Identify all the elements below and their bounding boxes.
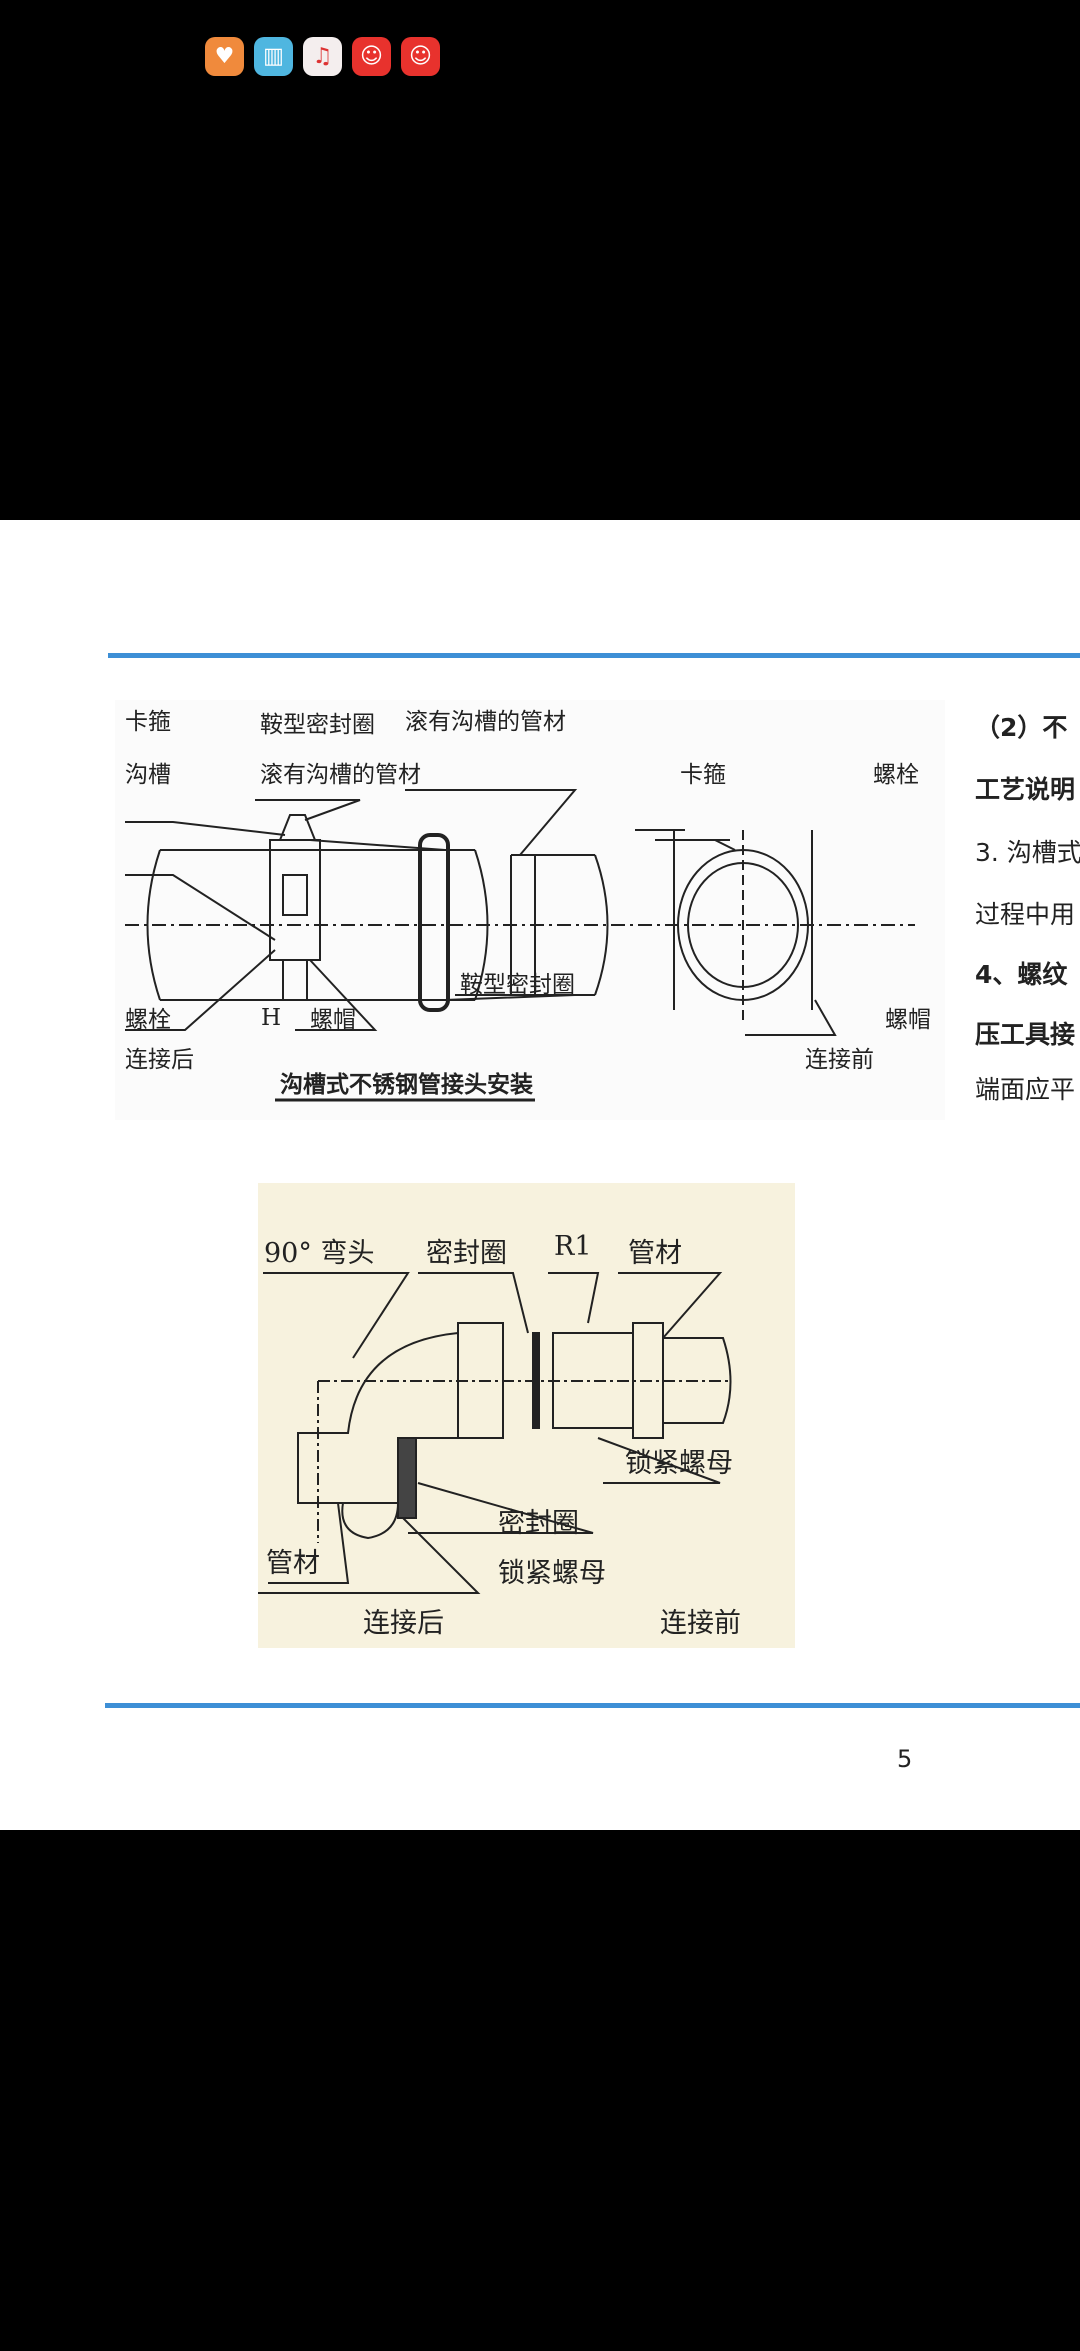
label-r1: R1 [554,1231,592,1262]
label-grooved-pipe: 滚有沟槽的管材 [260,762,421,788]
label-clamp: 卡箍 [125,709,171,735]
side-line: 3. 沟槽式 [975,838,1080,867]
label-grooved-pipe-2: 滚有沟槽的管材 [405,709,566,735]
label-after: 连接后 [125,1047,194,1073]
label-before: 连接前 [660,1608,741,1639]
jd-mascot-icon[interactable]: ☺ [352,37,391,76]
side-line: （2）不 [975,713,1068,742]
document-page: 卡箍 沟槽 鞍型密封圈 滚有沟槽的管材 螺栓 H 螺帽 滚有沟槽的管材 鞍型密封… [0,520,1080,1830]
label-nut: 螺帽 [310,1007,356,1033]
label-seal-2: 密封圈 [498,1508,579,1539]
jd-mascot-icon[interactable]: ☺ [401,37,440,76]
top-divider [108,653,1080,658]
music-app-icon[interactable]: ♫ [303,37,342,76]
label-after: 连接后 [363,1608,444,1639]
label-h: H [261,1005,282,1031]
page-number: 5 [897,1745,913,1773]
threaded-elbow-figure: 90° 弯头 密封圈 R1 管材 锁紧螺母 密封圈 管材 锁紧螺母 连接后 连接… [258,1183,795,1648]
grooved-joint-figure: 卡箍 沟槽 鞍型密封圈 滚有沟槽的管材 螺栓 H 螺帽 滚有沟槽的管材 鞍型密封… [115,700,945,1120]
label-nut-2: 螺帽 [885,1007,931,1033]
label-bolt-2: 螺栓 [873,762,919,788]
label-saddle-seal-2: 鞍型密封圈 [460,972,575,998]
figure-caption: 沟槽式不锈钢管接头安装 [280,1072,533,1098]
side-line: 工艺说明 [975,775,1076,804]
side-line: 压工具接 [975,1020,1076,1049]
side-line: 端面应平 [975,1075,1076,1104]
label-before: 连接前 [805,1047,874,1073]
side-line: 4、螺纹 [975,960,1068,989]
side-line: 过程中用 [975,900,1076,929]
label-pipe: 管材 [628,1238,682,1269]
books-app-icon[interactable]: ▥ [254,37,293,76]
label-seal: 密封圈 [426,1238,507,1269]
label-groove: 沟槽 [125,762,171,788]
health-app-icon[interactable]: ♥ [205,37,244,76]
label-locknut: 锁紧螺母 [625,1448,733,1479]
status-bar: ♥ ▥ ♫ ☺ ☺ [0,0,1080,110]
label-saddle-seal: 鞍型密封圈 [260,712,375,738]
bottom-divider [105,1703,1080,1708]
label-elbow: 90° 弯头 [264,1238,375,1269]
label-locknut-2: 锁紧螺母 [498,1558,606,1589]
label-clamp-2: 卡箍 [680,762,726,788]
label-pipe-2: 管材 [266,1548,320,1579]
label-bolt: 螺栓 [125,1007,171,1033]
